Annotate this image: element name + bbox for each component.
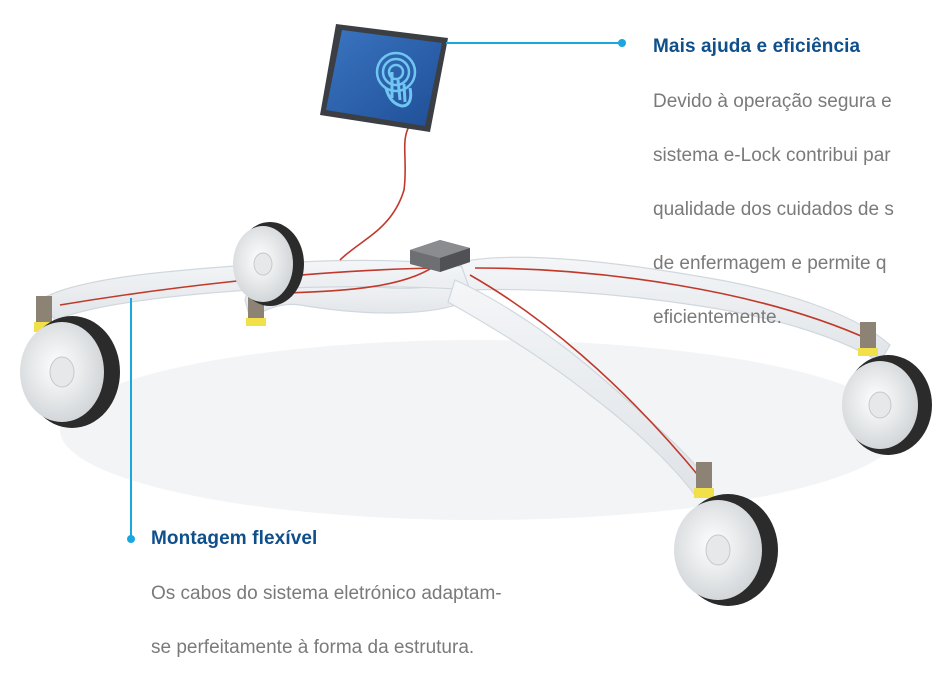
callout-flexible-assembly: Montagem flexível Os cabos do sistema el… — [151, 528, 621, 688]
callout-efficiency: Mais ajuda e eficiência Devido à operaçã… — [653, 36, 938, 358]
callout-efficiency-line: eficientemente. — [653, 307, 782, 328]
callout-flexible-assembly-line: Os cabos do sistema eletrónico adaptam- — [151, 583, 502, 604]
callout-efficiency-text: Devido à operação segura e sistema e-Loc… — [653, 61, 938, 358]
caster-right — [842, 322, 932, 455]
touch-hand-icon — [375, 51, 417, 108]
callout-flexible-assembly-text: Os cabos do sistema eletrónico adaptam- … — [151, 553, 621, 688]
callout-flexible-assembly-line: se perfeitamente à forma da estrutura. — [151, 637, 475, 658]
caster-back-left — [233, 222, 304, 326]
callout-efficiency-line: Devido à operação segura e — [653, 91, 892, 112]
callout-flexible-assembly-title: Montagem flexível — [151, 528, 318, 549]
caster-left — [20, 296, 120, 428]
callout-connector-bottom — [127, 298, 135, 543]
callout-connector-top — [446, 39, 626, 47]
callout-efficiency-title: Mais ajuda e eficiência — [653, 36, 861, 57]
callout-efficiency-line: qualidade dos cuidados de s — [653, 199, 894, 220]
e-lock-base-illustration — [20, 24, 932, 606]
callout-efficiency-line: sistema e-Lock contribui par — [653, 145, 891, 166]
caster-front — [674, 462, 778, 606]
floor-shadow — [60, 340, 900, 520]
cable-lines — [59, 124, 871, 481]
base-frame — [39, 256, 891, 496]
control-box — [410, 240, 470, 272]
callout-efficiency-line: de enfermagem e permite q — [653, 253, 887, 274]
